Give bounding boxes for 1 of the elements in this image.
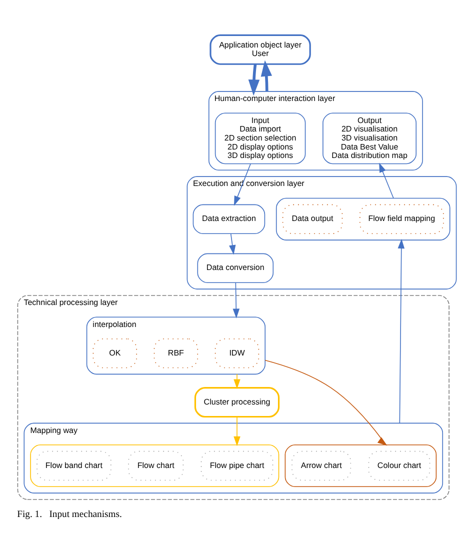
caption: Fig. 1. Input mechanisms.	[17, 508, 122, 520]
